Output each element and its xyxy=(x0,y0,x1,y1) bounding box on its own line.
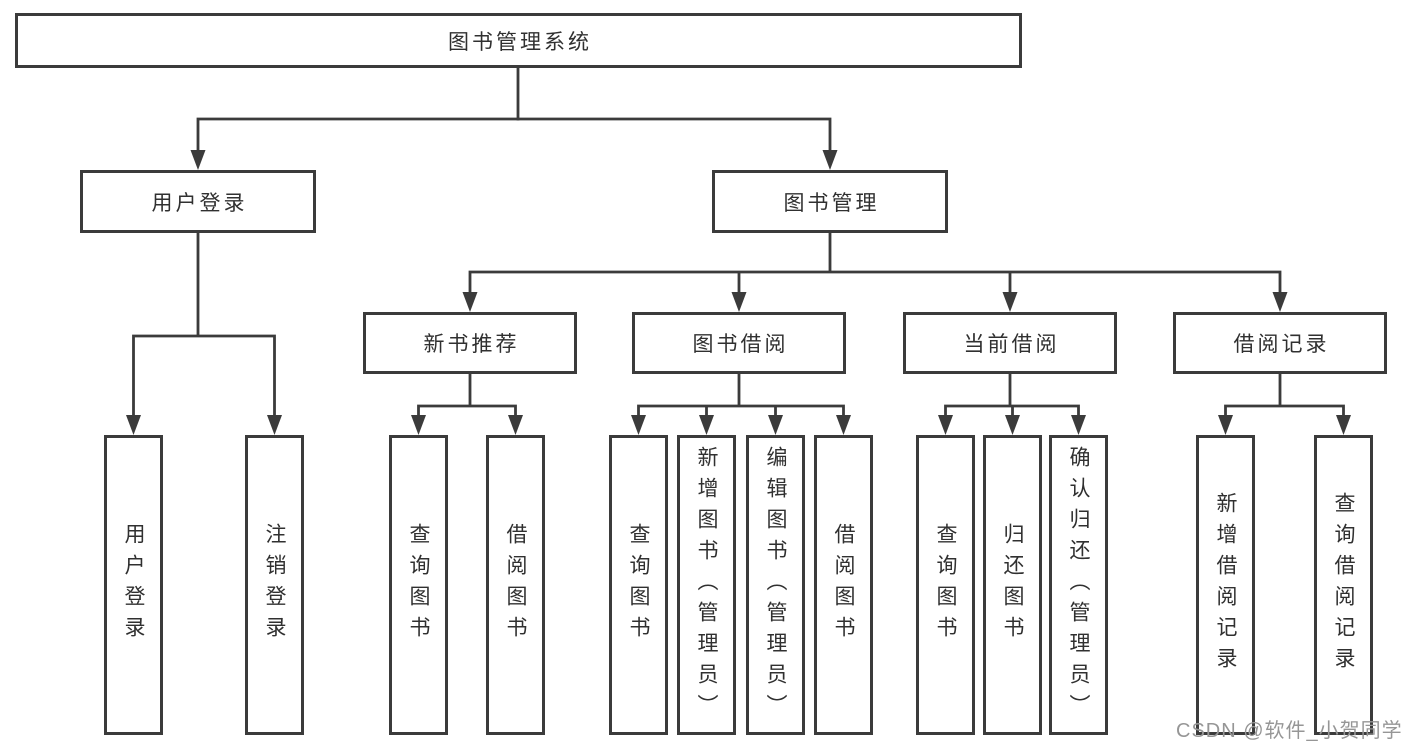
leaf-query-books-current: 查询图书 xyxy=(916,435,975,735)
leaf-label: 用户登录 xyxy=(122,523,145,647)
leaf-add-borrow-record: 新增借阅记录 xyxy=(1196,435,1255,735)
node-label: 图书管理 xyxy=(783,191,880,215)
leaf-query-books-borrowing: 查询图书 xyxy=(609,435,668,735)
node-user-login-branch: 用户登录 xyxy=(80,170,316,233)
leaf-label: 查询图书 xyxy=(627,523,650,647)
leaf-query-borrow-record: 查询借阅记录 xyxy=(1314,435,1373,735)
node-label: 用户登录 xyxy=(151,191,248,215)
node-book-borrowing: 图书借阅 xyxy=(632,312,846,374)
leaf-label: 查询图书 xyxy=(407,523,430,647)
leaf-borrow-books-borrowing: 借阅图书 xyxy=(814,435,873,735)
leaf-user-login: 用户登录 xyxy=(104,435,163,735)
leaf-query-books-recommend: 查询图书 xyxy=(389,435,448,735)
leaf-label: 注销登录 xyxy=(263,523,286,647)
leaf-label: 编辑图书（管理员） xyxy=(764,445,787,725)
leaf-confirm-return-admin: 确认归还（管理员） xyxy=(1049,435,1108,735)
node-library-management-system: 图书管理系统 xyxy=(15,13,1022,68)
watermark: CSDN @软件_小贺同学 xyxy=(1176,720,1403,742)
leaf-label: 借阅图书 xyxy=(832,523,855,647)
node-label: 图书管理系统 xyxy=(448,30,592,54)
leaf-logout: 注销登录 xyxy=(245,435,304,735)
leaf-borrow-books-recommend: 借阅图书 xyxy=(486,435,545,735)
leaf-label: 查询借阅记录 xyxy=(1332,492,1355,678)
leaf-label: 归还图书 xyxy=(1001,523,1024,647)
leaf-return-books: 归还图书 xyxy=(983,435,1042,735)
node-book-management-branch: 图书管理 xyxy=(712,170,948,233)
leaf-edit-books-admin: 编辑图书（管理员） xyxy=(746,435,805,735)
leaf-label: 新增借阅记录 xyxy=(1214,492,1237,678)
node-label: 图书借阅 xyxy=(692,333,789,356)
node-new-book-recommendation: 新书推荐 xyxy=(363,312,577,374)
leaf-label: 新增图书（管理员） xyxy=(695,445,718,725)
node-label: 借阅记录 xyxy=(1233,333,1330,356)
leaf-label: 确认归还（管理员） xyxy=(1067,445,1090,725)
node-current-borrowing: 当前借阅 xyxy=(903,312,1117,374)
node-borrowing-records: 借阅记录 xyxy=(1173,312,1387,374)
node-label: 当前借阅 xyxy=(963,333,1060,356)
leaf-label: 查询图书 xyxy=(934,523,957,647)
node-label: 新书推荐 xyxy=(423,333,520,356)
leaf-add-books-admin: 新增图书（管理员） xyxy=(677,435,736,735)
leaf-label: 借阅图书 xyxy=(504,523,527,647)
